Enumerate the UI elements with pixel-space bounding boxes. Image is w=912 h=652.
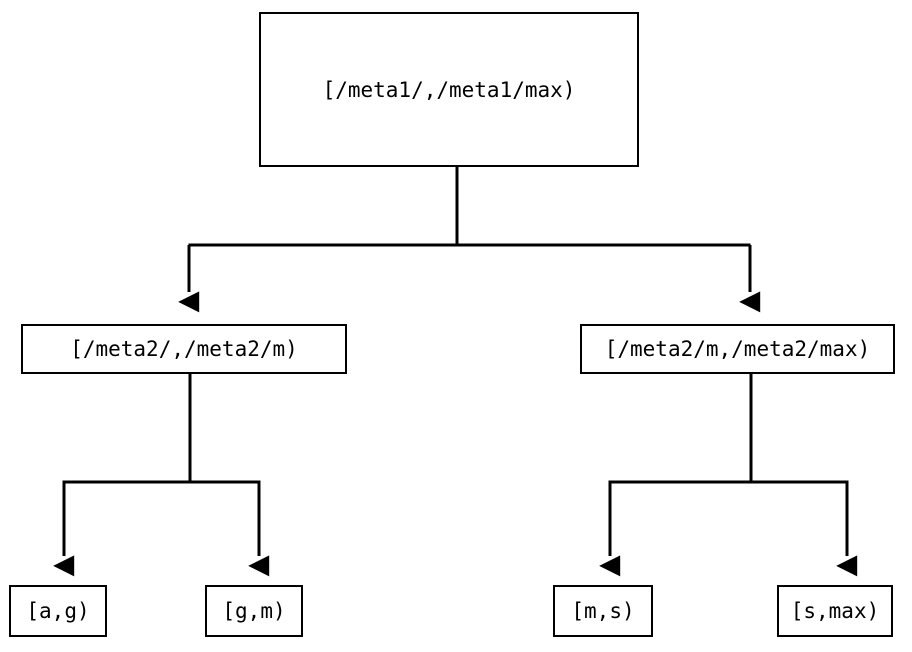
node-leaf-m-s-label: [m,s)	[571, 599, 635, 623]
node-mid-right-label: [/meta2/m,/meta2/max)	[604, 337, 871, 361]
node-leaf-a-g-label: [a,g)	[26, 599, 90, 623]
node-leaf-s-max-label: [s,max)	[790, 599, 880, 623]
node-mid-left-label: [/meta2/,/meta2/m)	[70, 337, 298, 361]
node-leaf-g-m[interactable]: [g,m)	[205, 585, 303, 637]
node-mid-right[interactable]: [/meta2/m,/meta2/max)	[580, 324, 895, 374]
node-leaf-s-max[interactable]: [s,max)	[777, 585, 893, 637]
node-mid-left[interactable]: [/meta2/,/meta2/m)	[21, 324, 347, 374]
node-root[interactable]: [/meta1/,/meta1/max)	[259, 12, 639, 167]
node-root-label: [/meta1/,/meta1/max)	[322, 77, 576, 102]
node-leaf-g-m-label: [g,m)	[222, 599, 286, 623]
node-leaf-m-s[interactable]: [m,s)	[553, 585, 653, 637]
node-leaf-a-g[interactable]: [a,g)	[9, 585, 107, 637]
